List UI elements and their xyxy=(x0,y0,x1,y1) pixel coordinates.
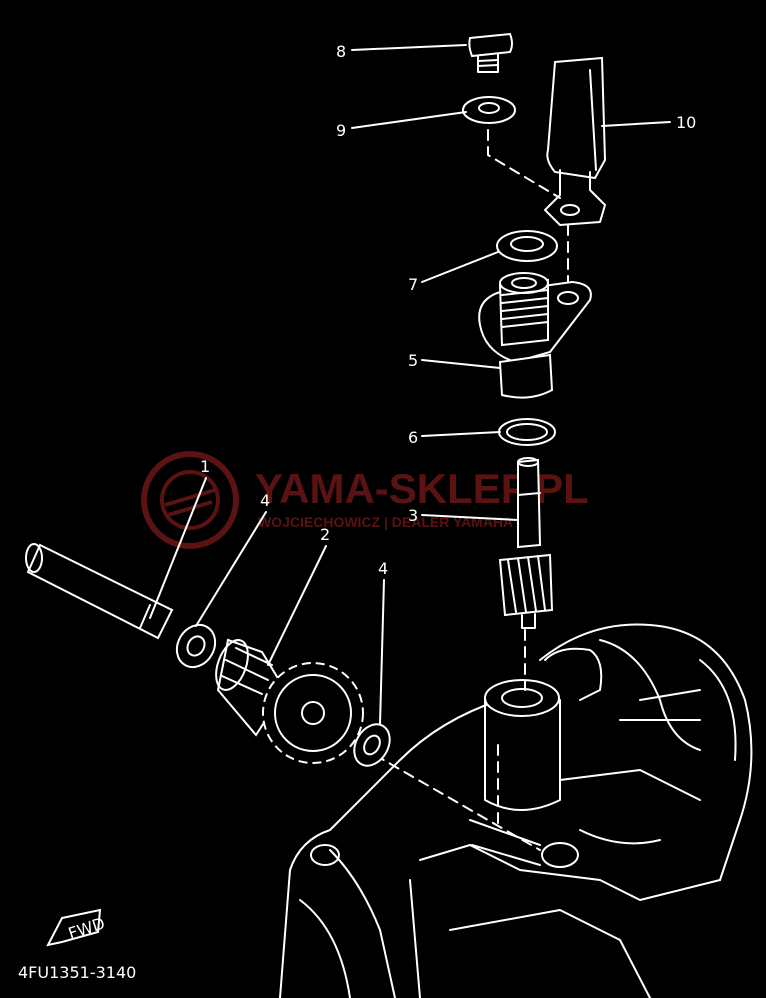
callout-3: 3 xyxy=(408,506,418,525)
diagram-code: 4FU1351-3140 xyxy=(18,963,136,982)
part-4-washer-left xyxy=(175,623,217,669)
part-8-bolt xyxy=(468,32,513,73)
part-2-drive-gear xyxy=(215,638,364,764)
part-5-sleeve xyxy=(478,272,592,399)
fwd-arrow-icon: FWD xyxy=(46,908,107,947)
part-7-oil-seal xyxy=(496,230,558,262)
callout-6: 6 xyxy=(408,428,418,447)
part-3-driven-gear xyxy=(498,457,554,629)
callout-4-left: 4 xyxy=(260,491,270,510)
callout-8: 8 xyxy=(336,42,346,61)
leader-lines xyxy=(149,44,671,725)
crankcase-outline xyxy=(279,623,753,998)
callout-1: 1 xyxy=(200,457,210,476)
watermark-tagline: WOJCIECHOWICZ | DEALER YAMAHA xyxy=(258,514,513,530)
callout-2: 2 xyxy=(320,525,330,544)
callout-9: 9 xyxy=(336,121,346,140)
callout-10: 10 xyxy=(676,113,696,132)
callout-4-right: 4 xyxy=(378,559,388,578)
part-10-clamp xyxy=(544,56,607,226)
watermark-logo-icon xyxy=(141,451,239,549)
callout-7: 7 xyxy=(408,275,418,294)
part-1-pin xyxy=(25,543,174,640)
callout-labels: 1 2 3 4 4 5 6 7 8 9 10 xyxy=(200,42,696,578)
part-9-washer xyxy=(462,96,516,124)
part-4-washer-right xyxy=(353,723,391,767)
alignment-lines xyxy=(374,129,569,851)
part-6-o-ring xyxy=(498,418,556,446)
callout-5: 5 xyxy=(408,351,418,370)
